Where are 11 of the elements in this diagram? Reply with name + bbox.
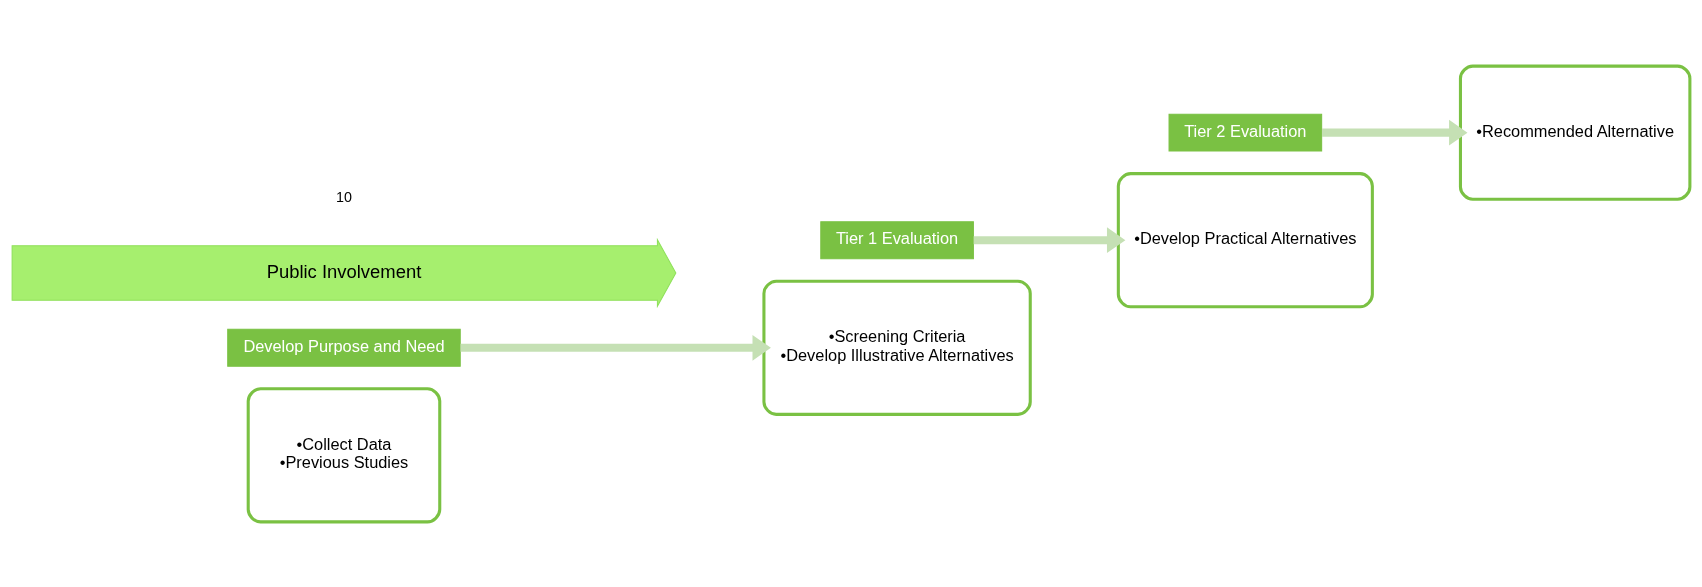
arrow	[973, 226, 1126, 253]
label: 10	[336, 188, 352, 205]
arrow	[1322, 119, 1468, 146]
arrow	[460, 334, 771, 361]
node-box: Tier 2 Evaluation	[1168, 113, 1323, 152]
node-box: •Screening Criteria •Develop Illustrative Alternatives	[762, 279, 1032, 416]
node-box: Tier 1 Evaluation	[820, 220, 974, 259]
node-box: •Recommended Alternative	[1458, 64, 1692, 201]
node-box: •Develop Practical Alternatives	[1116, 171, 1374, 308]
node-box: Develop Purpose and Need	[227, 328, 461, 367]
node-box: •Collect Data •Previous Studies	[246, 386, 442, 523]
